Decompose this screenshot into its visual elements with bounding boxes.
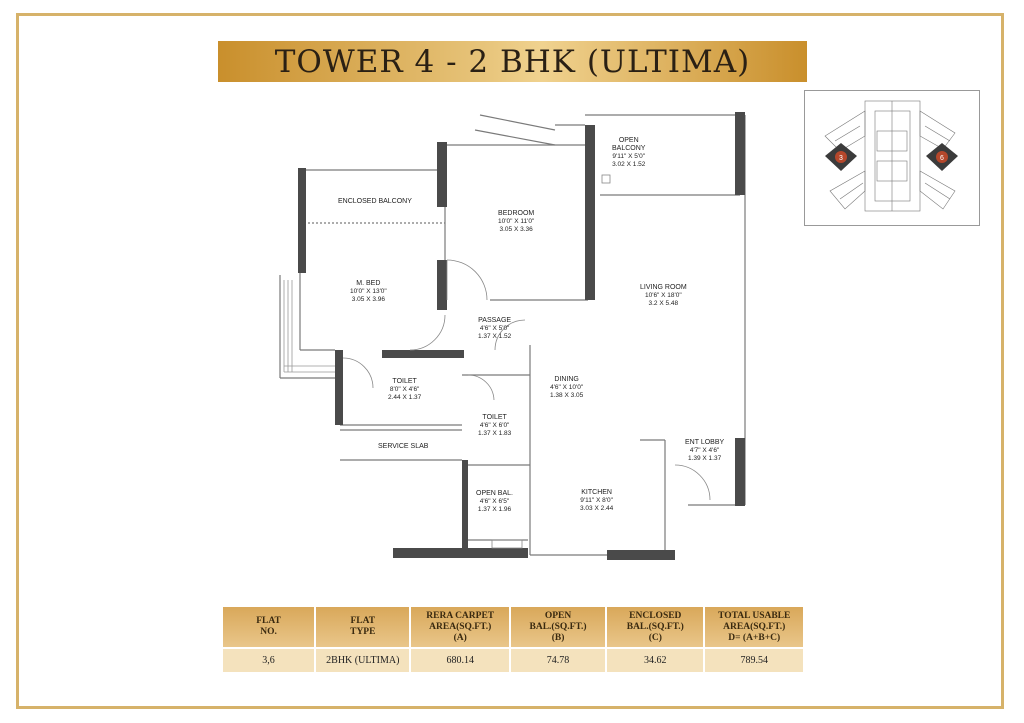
page-title: TOWER 4 - 2 BHK (ULTIMA) bbox=[274, 43, 751, 80]
living-room-dim-metric: 3.2 X 5.48 bbox=[648, 300, 679, 307]
open-bal-label: OPEN BAL. bbox=[476, 490, 513, 497]
toilet-1-dim-metric: 2.44 X 1.37 bbox=[388, 394, 422, 401]
bedroom-dim-metric: 3.05 X 3.36 bbox=[499, 226, 533, 233]
open-bal-dim-imperial: 4'6" X 6'5" bbox=[479, 498, 510, 505]
cell-open-bal: 74.78 bbox=[508, 647, 608, 674]
room-living: LIVING ROOM 10'6" X 18'0" 3.2 X 5.48 bbox=[640, 284, 687, 308]
room-m-bed: M. BED 10'0" X 13'0" 3.05 X 3.96 bbox=[350, 280, 387, 304]
toilet-1-label: TOILET bbox=[392, 378, 417, 385]
cell-rera-carpet: 680.14 bbox=[409, 647, 511, 674]
bedroom-label: BEDROOM bbox=[498, 210, 535, 217]
room-bedroom: BEDROOM 10'0" X 11'0" 3.05 X 3.36 bbox=[498, 210, 534, 234]
key-plan-marker-3: 3 bbox=[839, 155, 843, 162]
open-balcony-dim-metric: 3.02 X 1.52 bbox=[612, 161, 646, 168]
kitchen-dim-imperial: 9'11" X 8'0" bbox=[580, 497, 613, 504]
room-open-bal: OPEN BAL. 4'6" X 6'5" 1.37 X 1.96 bbox=[476, 490, 513, 514]
cell-total-usable: 789.54 bbox=[703, 647, 805, 674]
m-bed-dim-metric: 3.05 X 3.96 bbox=[351, 296, 385, 303]
room-passage: PASSAGE 4'6" X 5'0" 1.37 X 1.52 bbox=[478, 317, 511, 341]
service-slab-label: SERVICE SLAB bbox=[378, 443, 429, 450]
table-row: 3,6 2BHK (ULTIMA) 680.14 74.78 34.62 789… bbox=[220, 647, 805, 674]
room-service-slab: SERVICE SLAB bbox=[378, 443, 428, 451]
ent-lobby-dim-imperial: 4'7" X 4'6" bbox=[689, 447, 720, 454]
floor-plan-walls bbox=[279, 112, 746, 560]
toilet-2-dim-metric: 1.37 X 1.83 bbox=[478, 430, 512, 437]
room-toilet-2: TOILET 4'6" X 6'0" 1.37 X 1.83 bbox=[478, 414, 511, 438]
living-room-label: LIVING ROOM bbox=[640, 284, 687, 291]
m-bed-dim-imperial: 10'0" X 13'0" bbox=[350, 288, 387, 295]
key-plan-marker-6: 6 bbox=[940, 155, 944, 162]
room-kitchen: KITCHEN 9'11" X 8'0" 3.03 X 2.44 bbox=[580, 489, 613, 513]
kitchen-dim-metric: 3.03 X 2.44 bbox=[580, 505, 614, 512]
page-frame bbox=[16, 13, 1004, 709]
enclosed-balcony-label: ENCLOSED BALCONY bbox=[338, 198, 412, 205]
room-toilet-1: TOILET 8'0" X 4'6" 2.44 X 1.37 bbox=[388, 378, 421, 402]
toilet-1-dim-imperial: 8'0" X 4'6" bbox=[389, 386, 420, 393]
dining-dim-metric: 1.38 X 3.05 bbox=[550, 392, 584, 399]
room-dining: DINING 4'6" X 10'0" 1.38 X 3.05 bbox=[550, 376, 583, 400]
cell-flat-no: 3,6 bbox=[220, 647, 317, 674]
bedroom-dim-imperial: 10'0" X 11'0" bbox=[498, 218, 535, 225]
cell-flat-type: 2BHK (ULTIMA) bbox=[314, 647, 412, 674]
room-enclosed-balcony: ENCLOSED BALCONY bbox=[338, 198, 412, 206]
living-room-dim-imperial: 10'6" X 18'0" bbox=[644, 292, 682, 299]
cell-enclosed-bal: 34.62 bbox=[605, 647, 706, 674]
dining-dim-imperial: 4'6" X 10'0" bbox=[550, 384, 584, 391]
ent-lobby-dim-metric: 1.39 X 1.37 bbox=[687, 455, 722, 462]
passage-label: PASSAGE bbox=[478, 317, 512, 324]
kitchen-label: KITCHEN bbox=[581, 489, 612, 496]
key-plan-drawing: 3 6 bbox=[824, 100, 958, 212]
ent-lobby-label: ENT LOBBY bbox=[685, 439, 725, 446]
passage-dim-metric: 1.37 X 1.52 bbox=[478, 333, 512, 340]
open-bal-dim-metric: 1.37 X 1.96 bbox=[477, 506, 512, 513]
dining-label: DINING bbox=[554, 376, 579, 383]
toilet-2-dim-imperial: 4'6" X 6'0" bbox=[479, 422, 510, 429]
toilet-2-label: TOILET bbox=[482, 414, 507, 421]
title-banner: TOWER 4 - 2 BHK (ULTIMA) bbox=[218, 41, 807, 82]
passage-dim-imperial: 4'6" X 5'0" bbox=[479, 325, 510, 332]
m-bed-label: M. BED bbox=[356, 280, 381, 287]
open-balcony-dim-imperial: 9'11" X 5'0" bbox=[612, 153, 646, 160]
key-plan: 3 6 bbox=[804, 90, 980, 226]
room-ent-lobby: ENT LOBBY 4'7" X 4'6" 1.39 X 1.37 bbox=[685, 439, 724, 463]
